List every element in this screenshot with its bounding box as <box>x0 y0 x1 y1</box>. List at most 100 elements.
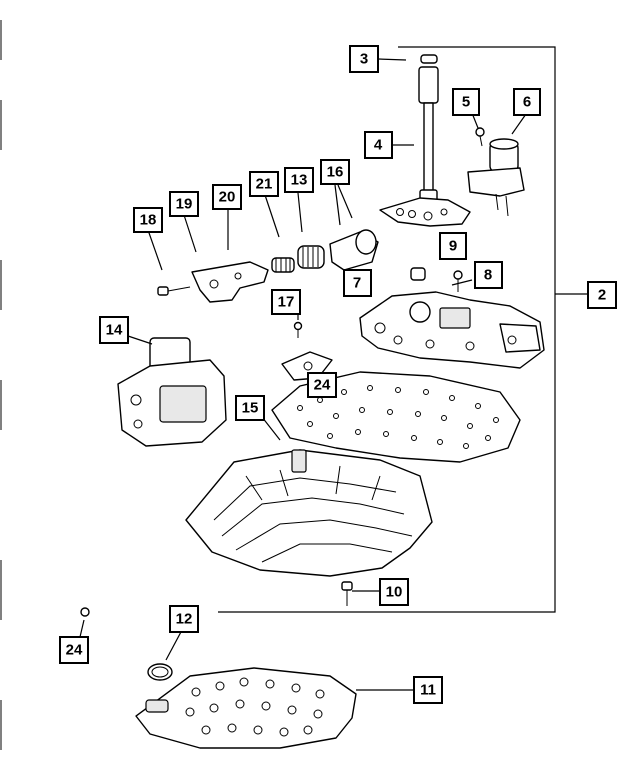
callout-20: 20 <box>212 184 242 210</box>
callout-4: 4 <box>364 131 393 159</box>
callout-6: 6 <box>513 88 541 116</box>
assembly-bracket <box>218 46 588 613</box>
sensor-part <box>467 138 525 217</box>
bolt-part-18 <box>157 286 191 296</box>
svg-text:24: 24 <box>314 377 331 394</box>
detent-bracket-part <box>191 261 269 303</box>
hole-detail <box>355 429 361 435</box>
callout-13: 13 <box>284 167 314 193</box>
hole-detail <box>291 683 301 693</box>
hole-detail <box>265 679 275 689</box>
callout-24-upper: 24 <box>307 372 337 398</box>
spring-part <box>271 257 295 273</box>
callout-24-lower: 24 <box>59 636 89 664</box>
callout-15: 15 <box>235 395 265 421</box>
svg-text:16: 16 <box>327 164 344 181</box>
hole-detail <box>341 389 347 395</box>
screw-part-8 <box>453 270 463 292</box>
lower-valve-body-part <box>185 449 433 577</box>
callout-12: 12 <box>169 605 199 633</box>
svg-text:9: 9 <box>449 238 457 255</box>
hole-detail <box>303 725 313 735</box>
hole-detail <box>201 725 211 735</box>
screw-part-17 <box>293 321 303 338</box>
svg-text:24: 24 <box>66 642 83 659</box>
solenoid-part <box>117 337 227 447</box>
svg-text:7: 7 <box>353 275 361 292</box>
leader-lines <box>79 58 527 691</box>
hole-detail <box>215 681 225 691</box>
svg-text:11: 11 <box>420 682 436 699</box>
hole-detail <box>327 433 333 439</box>
hole-detail <box>485 435 491 441</box>
channel-detail <box>221 497 405 537</box>
hole-detail <box>333 413 339 419</box>
svg-text:17: 17 <box>278 294 295 311</box>
hole-detail <box>367 385 373 391</box>
valve-spool-part <box>329 229 379 271</box>
svg-text:19: 19 <box>176 196 193 213</box>
hole-detail <box>297 405 303 411</box>
hole-detail <box>383 431 389 437</box>
hole-detail <box>395 387 401 393</box>
callout-2: 2 <box>587 281 617 309</box>
hole-detail <box>387 409 393 415</box>
svg-text:6: 6 <box>523 94 531 111</box>
small-screw-part <box>475 127 485 147</box>
callout-5: 5 <box>452 88 480 116</box>
hole-detail <box>449 395 455 401</box>
callout-19: 19 <box>169 191 199 217</box>
svg-text:15: 15 <box>242 400 259 417</box>
svg-text:5: 5 <box>462 94 470 111</box>
svg-text:8: 8 <box>484 267 492 284</box>
hole-detail <box>261 701 271 711</box>
hole-detail <box>437 439 443 445</box>
hole-detail <box>411 435 417 441</box>
plug-part <box>410 267 426 281</box>
callout-8: 8 <box>474 261 503 289</box>
callout-3: 3 <box>349 45 379 73</box>
svg-text:20: 20 <box>219 189 236 206</box>
bolt-part-10 <box>341 581 353 606</box>
svg-text:18: 18 <box>140 212 157 229</box>
hole-detail <box>463 443 469 449</box>
hole-detail <box>313 709 323 719</box>
svg-text:4: 4 <box>374 137 383 154</box>
hole-detail <box>441 415 447 421</box>
hole-detail <box>209 703 219 713</box>
callout-11: 11 <box>413 676 443 704</box>
svg-text:12: 12 <box>176 611 193 628</box>
hole-detail <box>467 423 473 429</box>
callout-7: 7 <box>343 269 372 297</box>
hole-detail <box>493 417 499 423</box>
channel-detail <box>245 465 381 501</box>
svg-text:21: 21 <box>256 176 273 193</box>
hole-detail <box>185 707 195 717</box>
spring-large-part <box>297 245 325 269</box>
svg-text:3: 3 <box>360 51 368 68</box>
callout-16: 16 <box>320 159 350 185</box>
callout-21: 21 <box>249 171 279 197</box>
channel-detail <box>261 543 393 563</box>
hole-detail <box>307 421 313 427</box>
callout-labels: 3 5 6 4 21 13 16 20 <box>59 45 617 704</box>
oil-filter-part <box>135 667 357 749</box>
svg-text:2: 2 <box>598 287 606 304</box>
hole-detail <box>235 699 245 709</box>
channel-detail <box>235 519 413 551</box>
hole-detail <box>227 723 237 733</box>
hole-detail <box>191 687 201 697</box>
hole-detail <box>279 727 289 737</box>
valve-pin-part <box>418 54 439 205</box>
manual-valve-plate-part <box>379 197 471 227</box>
valve-body-upper-part <box>359 291 545 369</box>
hole-detail <box>359 407 365 413</box>
channel-detail <box>213 477 397 521</box>
callout-17: 17 <box>271 289 301 315</box>
hole-detail <box>287 705 297 715</box>
callout-14: 14 <box>99 316 129 344</box>
hole-detail <box>415 411 421 417</box>
hole-detail <box>475 403 481 409</box>
callout-18: 18 <box>133 207 163 233</box>
hole-detail <box>239 677 249 687</box>
